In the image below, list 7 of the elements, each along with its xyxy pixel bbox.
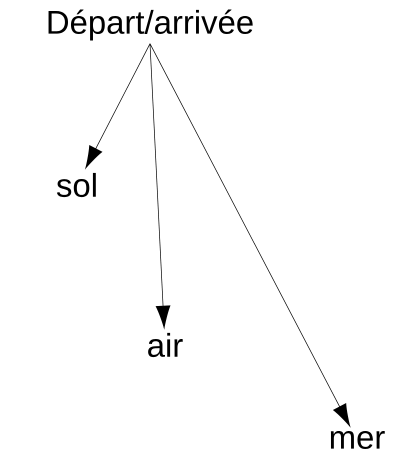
text-label: air — [148, 332, 183, 358]
text-label: mer — [330, 431, 385, 449]
arrow — [150, 43, 170, 328]
text-label: Départ/arrivée — [48, 9, 253, 41]
arrow — [85, 43, 150, 169]
arrow — [150, 43, 350, 427]
text-label: sol — [56, 172, 96, 198]
